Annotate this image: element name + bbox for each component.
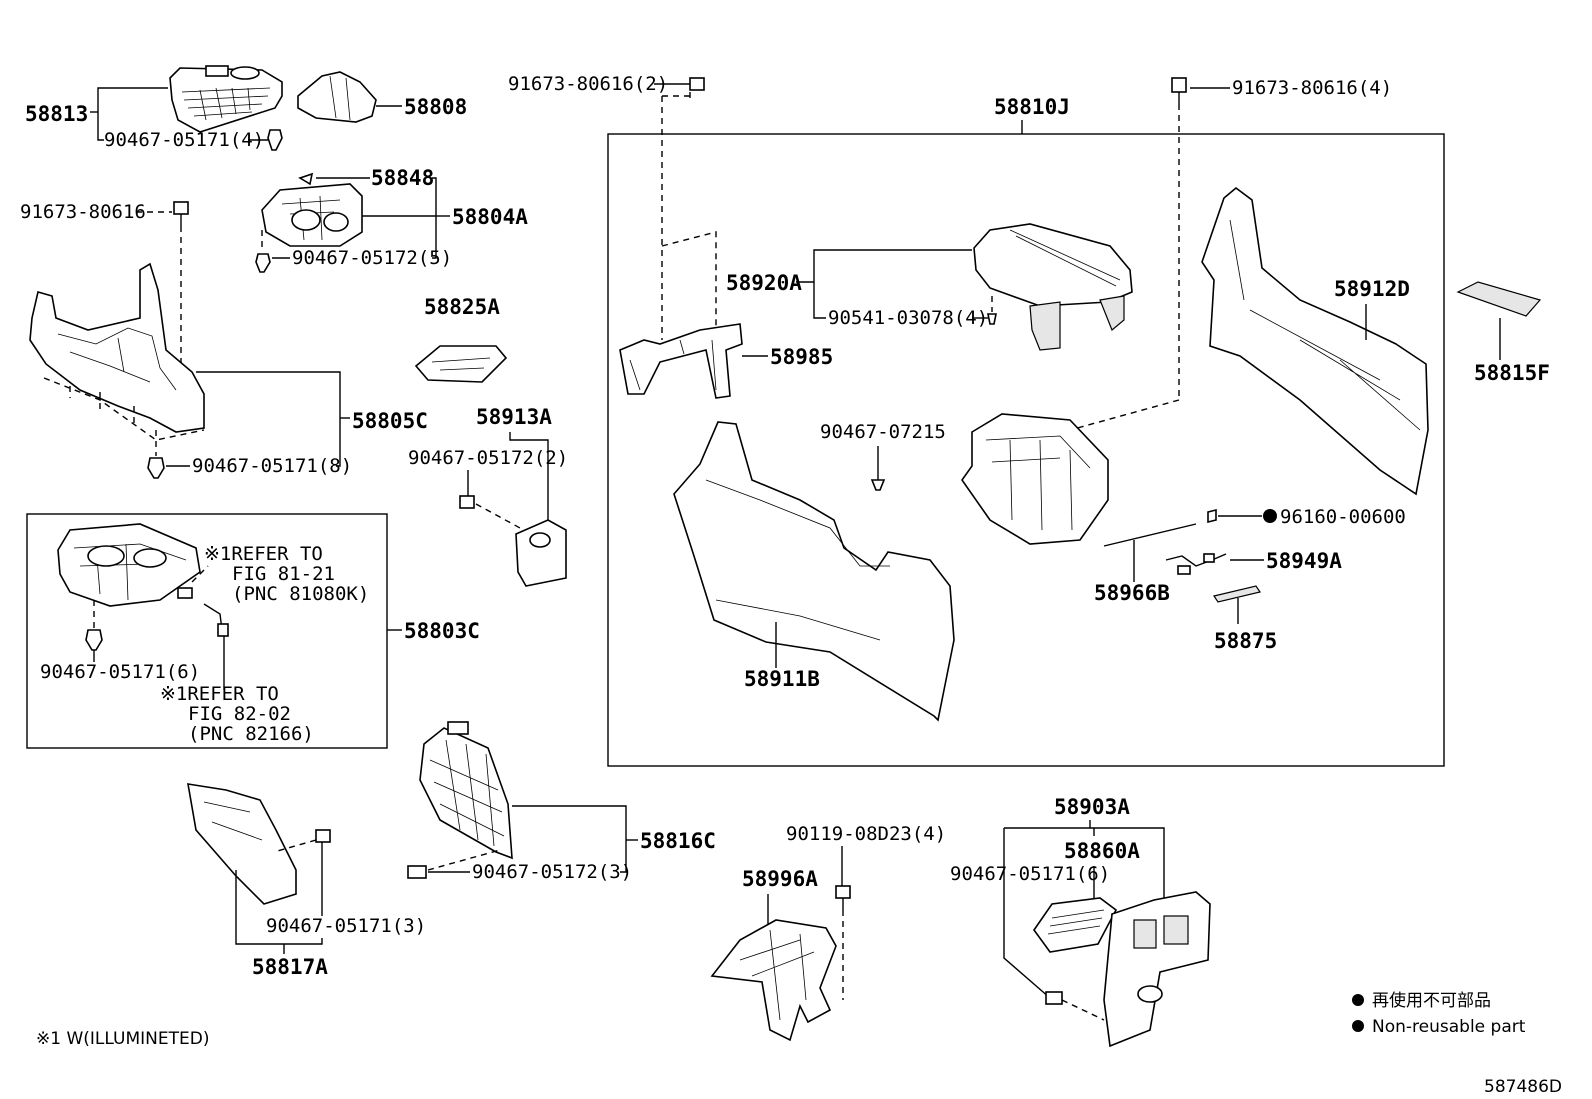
label-ref1-c: (PNC 81080K) xyxy=(232,583,369,605)
label-ref2-a: ※1REFER TO xyxy=(160,683,279,705)
label-90467-05171-6b: 90467-05171(6) xyxy=(950,863,1110,885)
group-58810J-box xyxy=(607,133,1445,767)
part-58912D-drawing xyxy=(1201,186,1429,496)
label-96160-00600: 96160-00600 xyxy=(1280,506,1406,528)
footnote: ※1 W(ILLUMINETED) xyxy=(36,1029,209,1049)
label-91673-80616-4: 91673-80616(4) xyxy=(1232,77,1392,99)
label-90467-05171-8: 90467-05171(8) xyxy=(192,455,352,477)
legend-dot-jp xyxy=(1352,994,1364,1006)
label-58808: 58808 xyxy=(404,95,467,119)
label-90467-05172-2: 90467-05172(2) xyxy=(408,447,568,469)
label-58817A: 58817A xyxy=(252,955,328,979)
fastener-90467-05172-b xyxy=(459,495,475,509)
diagram-id: 587486D xyxy=(1484,1077,1562,1097)
label-58813: 58813 xyxy=(25,102,88,126)
label-ref2-b: FIG 82-02 xyxy=(188,703,291,725)
label-58911B: 58911B xyxy=(744,667,820,691)
bolt-90119-08D23 xyxy=(835,885,851,910)
label-58985: 58985 xyxy=(770,345,833,369)
label-58949A: 58949A xyxy=(1266,549,1342,573)
label-58875: 58875 xyxy=(1214,629,1277,653)
label-91673-80616: 91673-80616 xyxy=(20,201,146,223)
label-58966B: 58966B xyxy=(1094,581,1170,605)
legend-text-jp: 再使用不可部品 xyxy=(1372,990,1491,1011)
part-58805C-drawing xyxy=(29,262,205,441)
bolt-91673-80616-b xyxy=(689,77,705,98)
part-58803C-drawing xyxy=(57,523,201,607)
part-58804A-drawing xyxy=(261,183,363,247)
label-58913A: 58913A xyxy=(476,405,552,429)
part-58848-clip xyxy=(298,172,314,186)
label-58903A: 58903A xyxy=(1054,795,1130,819)
label-58848: 58848 xyxy=(371,166,434,190)
screw-90541-03078 xyxy=(987,313,997,325)
part-58996A-drawing xyxy=(710,919,837,1042)
legend-text-en: Non-reusable part xyxy=(1372,1017,1526,1037)
label-90541-03078-4: 90541-03078(4) xyxy=(828,307,988,329)
legend-dot-en xyxy=(1352,1020,1364,1032)
bolt-91673-80616-a xyxy=(173,201,189,226)
part-58813-drawing xyxy=(169,65,283,133)
part-58875-drawing xyxy=(1213,585,1261,603)
label-ref1-b: FIG 81-21 xyxy=(232,563,335,585)
part-58966B-rod xyxy=(1103,523,1197,547)
part-58985-drawing xyxy=(619,323,743,399)
part-58949A-drawing xyxy=(1165,553,1227,575)
label-58804A: 58804A xyxy=(452,205,528,229)
label-90467-05171-4: 90467-05171(4) xyxy=(104,129,264,151)
label-90467-05172-3: 90467-05172(3) xyxy=(472,861,632,883)
fastener-90467-07215 xyxy=(870,479,886,491)
part-58815F-drawing xyxy=(1456,281,1542,317)
fastener-90467-05172-a xyxy=(255,253,271,273)
label-58810J: 58810J xyxy=(994,95,1070,119)
label-58996A: 58996A xyxy=(742,867,818,891)
fastener-90467-05171-a xyxy=(267,129,283,151)
part-58860A-drawing xyxy=(1033,897,1118,953)
part-58817A-drawing xyxy=(187,783,297,905)
label-58920A: 58920A xyxy=(726,271,802,295)
label-90467-05171-6a: 90467-05171(6) xyxy=(40,661,200,683)
label-ref2-c: (PNC 82166) xyxy=(188,723,314,745)
fastener-90467-05171-b xyxy=(147,457,165,479)
part-58903A-drawing xyxy=(1103,891,1211,1048)
clip-96160-00600 xyxy=(1207,508,1217,524)
label-58860A: 58860A xyxy=(1064,839,1140,863)
label-90467-07215: 90467-07215 xyxy=(820,421,946,443)
label-90467-05172-5: 90467-05172(5) xyxy=(292,247,452,269)
fastener-90467-05171-d xyxy=(315,829,331,843)
label-58816C: 58816C xyxy=(640,829,716,853)
fastener-90467-05172-c xyxy=(407,865,427,879)
label-58803C: 58803C xyxy=(404,619,480,643)
console-box-drawing xyxy=(961,413,1109,545)
part-58825A-drawing xyxy=(414,345,508,383)
part-58913A-drawing xyxy=(515,519,567,587)
group-58803C-box xyxy=(26,513,388,749)
label-58805C: 58805C xyxy=(352,409,428,433)
bulb-socket-a xyxy=(177,587,193,599)
fastener-90467-05171-c xyxy=(85,629,103,651)
label-58912D: 58912D xyxy=(1334,277,1410,301)
part-58816C-drawing xyxy=(419,721,513,860)
label-ref1-a: ※1REFER TO xyxy=(204,543,323,565)
label-58815F: 58815F xyxy=(1474,361,1550,385)
label-90119-08D23-4: 90119-08D23(4) xyxy=(786,823,946,845)
label-91673-80616-2: 91673-80616(2) xyxy=(508,73,668,95)
label-58825A: 58825A xyxy=(424,295,500,319)
part-58808-drawing xyxy=(297,71,377,123)
wire-harness-82166 xyxy=(203,603,229,637)
part-58920A-drawing xyxy=(973,223,1133,351)
fastener-90467-05171-e xyxy=(1045,991,1063,1005)
non-reusable-mark-96160 xyxy=(1263,509,1277,523)
label-90467-05171-3: 90467-05171(3) xyxy=(266,915,426,937)
bolt-91673-80616-c xyxy=(1171,77,1187,104)
